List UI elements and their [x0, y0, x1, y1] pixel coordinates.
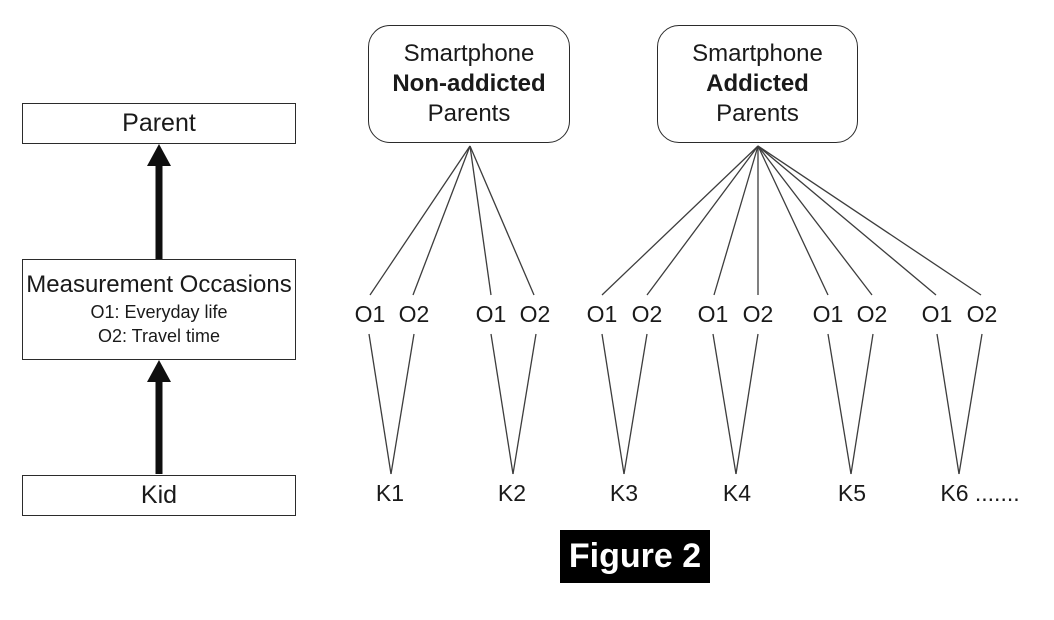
occasion-1-definition: O1: Everyday life — [90, 302, 228, 323]
arrow-kid-to-measurement — [147, 360, 171, 474]
occasion-label: O1 — [697, 301, 729, 327]
v-connector-k3 — [601, 333, 648, 475]
fan-addicted — [601, 145, 982, 296]
kid-label: K2 — [497, 480, 527, 506]
non-addicted-line3: Parents — [427, 100, 511, 127]
occasion-label: O2 — [631, 301, 663, 327]
non-addicted-line2: Non-addicted — [392, 70, 546, 97]
occasion-label: O2 — [856, 301, 888, 327]
parent-box: Parent — [22, 103, 296, 144]
measurement-occasions-title: Measurement Occasions — [26, 270, 292, 298]
kid-label: K4 — [722, 480, 752, 506]
occasion-label: O2 — [966, 301, 998, 327]
addicted-parents-box: Smartphone Addicted Parents — [657, 25, 858, 143]
occasion-label: O2 — [519, 301, 551, 327]
addicted-line2: Addicted — [706, 70, 809, 97]
kid-box: Kid — [22, 475, 296, 516]
occasion-label: O1 — [812, 301, 844, 327]
non-addicted-parents-box: Smartphone Non-addicted Parents — [368, 25, 570, 143]
kid-label: K6 ....... — [940, 480, 1020, 506]
measurement-occasions-box: Measurement Occasions O1: Everyday life … — [22, 259, 296, 360]
non-addicted-line1: Smartphone — [403, 40, 535, 67]
occasion-label: O1 — [475, 301, 507, 327]
parent-box-label: Parent — [122, 109, 196, 137]
kid-box-label: Kid — [140, 481, 178, 509]
occasion-label: O1 — [586, 301, 618, 327]
fan-non-addicted — [369, 145, 535, 296]
figure-caption: Figure 2 — [560, 530, 710, 583]
v-connector-k6 — [936, 333, 983, 475]
v-connector-k1 — [368, 333, 415, 475]
v-connector-k2 — [490, 333, 537, 475]
kid-label: K3 — [609, 480, 639, 506]
occasion-label: O1 — [921, 301, 953, 327]
occasion-2-definition: O2: Travel time — [97, 325, 221, 346]
v-connector-k5 — [827, 333, 874, 475]
figure-caption-label: Figure 2 — [568, 537, 702, 575]
occasion-label: O2 — [742, 301, 774, 327]
v-connector-k4 — [712, 333, 759, 475]
kid-label: K5 — [837, 480, 867, 506]
arrow-measurement-to-parent — [147, 144, 171, 259]
occasion-label: O2 — [398, 301, 430, 327]
addicted-line1: Smartphone — [692, 40, 823, 67]
addicted-line3: Parents — [716, 100, 799, 127]
kid-label: K1 — [375, 480, 405, 506]
occasion-label: O1 — [354, 301, 386, 327]
